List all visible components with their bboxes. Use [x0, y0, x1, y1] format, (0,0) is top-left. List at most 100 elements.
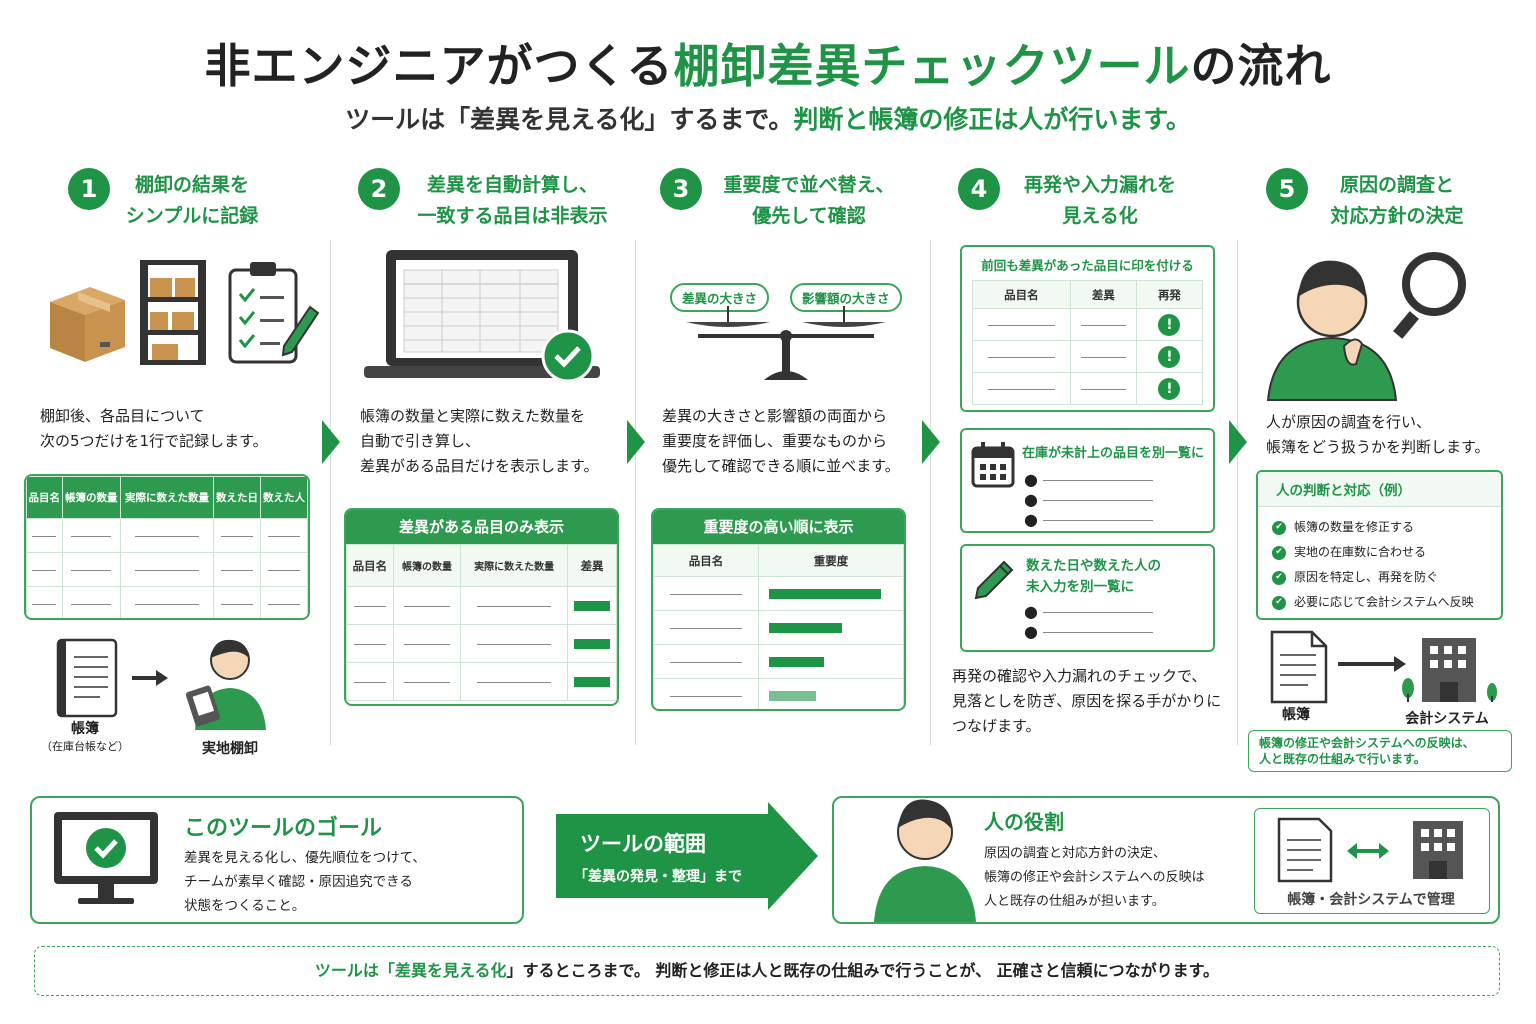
- role-title: 人の役割: [984, 810, 1064, 834]
- table-row: [653, 610, 904, 645]
- laptop-illustration: [364, 250, 600, 383]
- list-item: ✔原因を特定し、再発を防ぐ: [1272, 565, 1501, 590]
- step-3-ranking-box: 重要度の高い順に表示 品目名 重要度: [651, 508, 906, 711]
- ranking-table: 品目名 重要度: [653, 544, 904, 709]
- desc-line: 見落としを防ぎ、原因を探る手がかりに: [952, 692, 1222, 710]
- shelf-icon: [140, 260, 206, 365]
- subtitle-part-2: 判断と帳簿の修正は人が行います。: [793, 105, 1191, 134]
- list-item: ●: [1024, 602, 1164, 622]
- person-avatar-icon: [874, 799, 976, 922]
- table-row: !: [972, 340, 1204, 373]
- unrecorded-stock-box: 在庫が未計上の品目を別一覧に ● ● ●: [960, 428, 1215, 533]
- desc-line: 差異の大きさと影響額の両面から: [662, 407, 888, 425]
- calendar-icon: [971, 442, 1015, 488]
- column-header: 差異: [567, 544, 617, 587]
- step-1-record-table: 品目名 帳簿の数量 実際に数えた数量 数えた日 数えた人: [24, 474, 310, 620]
- manage-subbox: 帳簿・会計システムで管理: [1254, 808, 1490, 914]
- column-header: 品目名: [972, 280, 1071, 309]
- worker-person-icon: [185, 639, 266, 730]
- column-header: 品目名: [26, 476, 63, 519]
- step-4-title: 再発や入力漏れを 見える化: [1000, 170, 1200, 232]
- step-number-3: 3: [660, 168, 702, 210]
- human-judgment-box: 人の判断と対応（例） ✔帳簿の数量を修正する ✔実地の在庫数に合わせる ✔原因を…: [1256, 470, 1503, 620]
- check-icon: ✔: [1272, 520, 1286, 535]
- step-3-description: 差異の大きさと影響額の両面から 重要度を評価し、重要なものから 優先して確認でき…: [662, 404, 930, 479]
- ledger-caption: 帳簿 （在庫台帳など）: [40, 718, 130, 754]
- column-header: 差異: [1069, 280, 1137, 309]
- scope-title: ツールの範囲: [580, 832, 706, 856]
- goal-box: このツールのゴール 差異を見える化し、優先順位をつけて、 チームが素早く確認・原…: [30, 796, 524, 924]
- column-header: 数えた人: [259, 476, 308, 519]
- title-part-3: の流れ: [1190, 39, 1332, 93]
- step-5-title-line: 原因の調査と: [1339, 174, 1454, 196]
- column-header: 重要度: [758, 544, 904, 577]
- document-icon: [1270, 630, 1328, 704]
- column-header: 実際に数えた数量: [460, 544, 569, 587]
- goal-line: 状態をつくること。: [184, 898, 306, 914]
- goal-title: このツールのゴール: [184, 816, 383, 841]
- double-arrow-icon: [1347, 843, 1389, 859]
- impact-size-pill: 影響額の大きさ: [790, 283, 902, 312]
- thinking-person-illustration: [1266, 252, 1466, 401]
- desc-line: 次の5つだけを1行で記録します。: [40, 432, 268, 450]
- ledger-label: 帳簿: [1282, 707, 1310, 723]
- page-title: 非エンジニアがつくる棚卸差異チェックツールの流れ: [0, 30, 1536, 96]
- table-row: [346, 624, 617, 663]
- ledger-to-actual-illustration: [56, 638, 266, 730]
- check-icon: ✔: [1272, 595, 1286, 610]
- column-divider: [1237, 240, 1238, 745]
- role-line: 人と既存の仕組みが担います。: [984, 894, 1165, 909]
- table-row: !: [972, 372, 1204, 405]
- footer-part: 差異を見える化: [394, 961, 507, 980]
- step-number-1: 1: [68, 168, 110, 210]
- column-header: 帳簿の数量: [392, 544, 462, 587]
- column-header: 実際に数えた数量: [120, 476, 214, 519]
- table-row: [653, 644, 904, 679]
- step-number-2: 2: [358, 168, 400, 210]
- item-text: 原因を特定し、再発を防ぐ: [1294, 570, 1439, 584]
- record-table: 品目名 帳簿の数量 実際に数えた数量 数えた日 数えた人: [26, 476, 308, 618]
- subtitle-part-1: ツールは「差異を見える化」するまで。: [345, 105, 794, 134]
- list-item: ✔実地の在庫数に合わせる: [1272, 540, 1501, 565]
- building-icon: [1413, 821, 1463, 879]
- monitor-check-icon: [54, 812, 158, 904]
- document-to-building-icon: [1277, 817, 1463, 883]
- missing-input-box: 数えた日や数えた人の 未入力を別一覧に ● ●: [960, 544, 1215, 652]
- step-number-4: 4: [958, 168, 1000, 210]
- arrow-right-icon: [132, 670, 168, 686]
- item-text: 必要に応じて会計システムへ反映: [1294, 595, 1474, 609]
- table-row: [26, 586, 308, 618]
- accounting-system-label: 会計システム: [1405, 711, 1489, 727]
- desc-line: 帳簿をどう扱うかを判断します。: [1266, 438, 1490, 456]
- item-text: 実地の在庫数に合わせる: [1294, 545, 1427, 559]
- desc-line: つなげます。: [952, 717, 1041, 735]
- role-description: 原因の調査と対応方針の決定、 帳簿の修正や会計システムへの反映は 人と既存の仕組…: [984, 842, 1205, 914]
- step-1-description: 棚卸後、各品目について 次の5つだけを1行で記録します。: [40, 404, 325, 454]
- step-5-note: 帳簿の修正や会計システムへの反映は、 人と既存の仕組みで行います。: [1248, 730, 1512, 772]
- laptop-icon: [364, 250, 600, 378]
- desc-line: 棚卸後、各品目について: [40, 407, 205, 425]
- column-header: 再発: [1135, 280, 1204, 309]
- title-part-1: 非エンジニアがつくる: [204, 39, 674, 93]
- step-2-diff-table-box: 差異がある品目のみ表示 品目名 帳簿の数量 実際に数えた数量 差異: [344, 508, 619, 706]
- table-row: [653, 576, 904, 611]
- flow-arrow-icon: [1229, 420, 1247, 464]
- alert-icon: !: [1158, 377, 1181, 400]
- magnifier-icon: [1393, 252, 1466, 339]
- pencil-icon: [974, 560, 1014, 600]
- desc-line: 再発の確認や入力漏れのチェックで、: [952, 667, 1207, 685]
- step-2-title-line: 差異を自動計算し、: [426, 174, 598, 196]
- check-circle-icon: [541, 329, 595, 383]
- scope-arrow-shape: [556, 802, 818, 910]
- inventory-illustration: [50, 260, 320, 365]
- arrow-right-icon: [1338, 656, 1406, 672]
- list-item: ✔帳簿の数量を修正する: [1272, 515, 1501, 540]
- step-3-title: 重要度で並べ替え、 優先して確認: [704, 170, 914, 232]
- table-row: [26, 552, 308, 587]
- note-line: 帳簿の修正や会計システムへの反映は、: [1259, 736, 1475, 750]
- goal-line: チームが素早く確認・原因追究できる: [184, 874, 413, 890]
- step-5-title-line: 対応方針の決定: [1330, 205, 1464, 227]
- recurrence-box-title: 前回も差異があった品目に印を付ける: [981, 258, 1194, 273]
- ledger-sublabel: （在庫台帳など）: [41, 740, 129, 753]
- table-row: !: [972, 308, 1204, 341]
